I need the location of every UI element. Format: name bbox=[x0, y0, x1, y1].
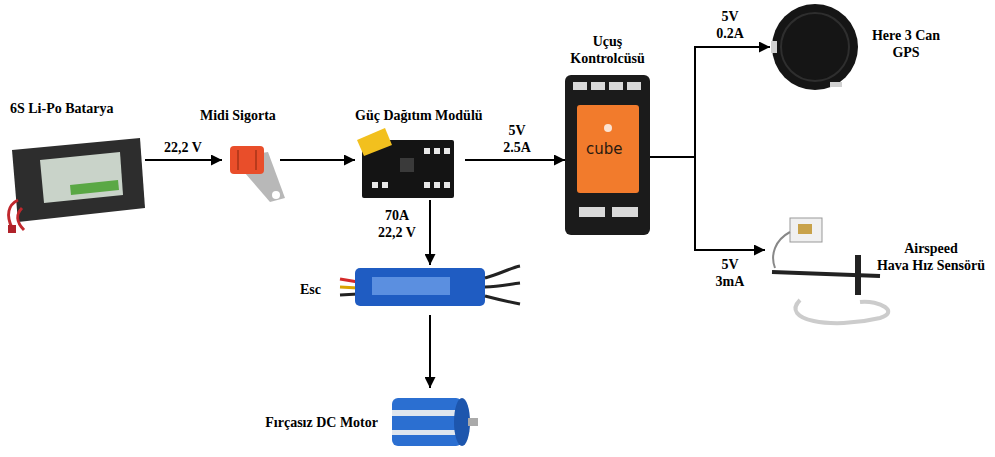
motor-band bbox=[392, 410, 462, 416]
pitot-tube bbox=[772, 272, 880, 276]
fuse-hole bbox=[272, 191, 280, 199]
component-node: Here 3 Can GPS bbox=[770, 3, 860, 91]
component-node: Güç Dağıtım Modülü bbox=[355, 135, 465, 200]
airspeed-chip bbox=[798, 224, 812, 234]
airspeed-illustration bbox=[772, 218, 888, 323]
pdm-pad bbox=[444, 182, 450, 188]
esc-wire bbox=[485, 296, 520, 304]
airspeed-pcb bbox=[790, 218, 822, 242]
battery-stripe bbox=[70, 180, 119, 195]
edge-label: 5V 3mA bbox=[710, 256, 750, 290]
power-connector bbox=[650, 157, 765, 250]
pdm-pad bbox=[382, 182, 388, 188]
esc-illustration bbox=[340, 266, 520, 306]
motor-band bbox=[392, 430, 462, 435]
power-connector bbox=[465, 159, 565, 161]
gps-illustration bbox=[771, 4, 858, 90]
pdm-pad bbox=[444, 148, 450, 154]
fc-cube bbox=[577, 105, 639, 193]
fc-port bbox=[573, 82, 587, 90]
edge-label: 70A 22,2 V bbox=[372, 207, 422, 241]
gps-notch bbox=[771, 41, 777, 53]
fc-port bbox=[579, 207, 605, 217]
pitot-holder bbox=[855, 255, 861, 295]
fuse-rib bbox=[237, 150, 239, 170]
battery-illustration bbox=[8, 138, 145, 233]
battery-sticker bbox=[40, 152, 123, 203]
pdm-pad bbox=[434, 148, 440, 154]
fc-port bbox=[609, 82, 623, 90]
fc-logo bbox=[604, 124, 612, 132]
xt60-connector bbox=[357, 128, 392, 156]
power-module-illustration bbox=[357, 128, 454, 198]
pdm-pad bbox=[424, 182, 430, 188]
fuse-rib bbox=[255, 150, 257, 170]
power-connector bbox=[429, 315, 431, 388]
pdm-chip bbox=[400, 158, 414, 172]
pdm-pad bbox=[372, 182, 378, 188]
fc-port bbox=[612, 207, 638, 217]
motor-shaft bbox=[468, 418, 478, 426]
component-label: Airspeed bbox=[872, 240, 990, 257]
gps-notch bbox=[830, 82, 842, 87]
fc-port bbox=[591, 82, 605, 90]
power-connector bbox=[145, 159, 222, 161]
pdm-pad bbox=[424, 148, 430, 154]
battery-wire bbox=[9, 200, 18, 228]
fc-case bbox=[565, 75, 650, 235]
fuse-body bbox=[230, 146, 264, 174]
gps-body bbox=[772, 4, 858, 90]
fuse-illustration bbox=[230, 146, 285, 202]
component-node: 6S Li-Po Batarya bbox=[5, 135, 145, 230]
brand-text: cube bbox=[586, 141, 623, 158]
motor-cap bbox=[454, 398, 470, 446]
component-label: Fırçasız DC Motor bbox=[243, 414, 378, 431]
airspeed-wire bbox=[773, 232, 790, 268]
power-connector bbox=[650, 47, 770, 157]
esc-sticker bbox=[372, 277, 450, 295]
component-label: 6S Li-Po Batarya bbox=[10, 100, 113, 117]
gps-ring bbox=[781, 13, 849, 81]
power-connector bbox=[280, 159, 355, 161]
component-label: Uçuş Kontrolcüsü bbox=[560, 33, 655, 67]
esc-wire bbox=[485, 266, 520, 278]
component-label: Here 3 Can GPS bbox=[862, 27, 950, 61]
edge-label: 22,2 V bbox=[148, 139, 218, 156]
battery-body bbox=[12, 138, 145, 222]
component-node: Fırçasız DC Motor bbox=[385, 388, 470, 453]
fc-port bbox=[627, 82, 641, 90]
component-label: Esc bbox=[300, 281, 321, 298]
battery-wire bbox=[18, 208, 24, 230]
edge-label: 5V 2.5A bbox=[497, 122, 537, 156]
airspeed-hose bbox=[795, 300, 888, 323]
esc-body bbox=[355, 268, 485, 306]
battery-plug bbox=[8, 225, 16, 233]
motor-illustration bbox=[392, 398, 478, 446]
edge-label: 5V 0.2A bbox=[710, 8, 750, 42]
component-node: Midi Sigorta bbox=[222, 140, 280, 205]
pdm-pad bbox=[434, 182, 440, 188]
motor-body bbox=[392, 398, 462, 446]
component-label: Midi Sigorta bbox=[200, 107, 276, 124]
power-connector bbox=[429, 200, 431, 265]
component-label: Güç Dağıtım Modülü bbox=[355, 107, 483, 124]
esc-wire bbox=[485, 283, 520, 287]
flight-controller-illustration bbox=[565, 75, 650, 235]
component-node: Esc bbox=[340, 265, 520, 315]
component-node: AirspeedHava Hız Sensörü bbox=[765, 215, 885, 325]
component-label: Hava Hız Sensörü bbox=[872, 257, 990, 274]
